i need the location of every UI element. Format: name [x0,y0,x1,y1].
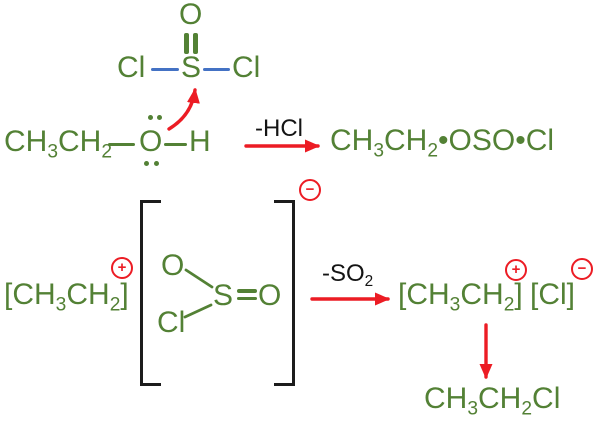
product-plus-charge-badge: + [505,259,527,281]
intermediate-sulfur-label: S [213,279,234,312]
ethyl-cation-label: [CH3CH2] [4,278,129,316]
so2-arrow-label: -SO2 [322,260,374,291]
s-cl-bond-left [151,68,179,72]
oxygen-lone-pair-dot [148,115,153,120]
o-h-bond [164,143,187,147]
c-o-bond [108,143,135,147]
intermediate-oxygen-right-label: O [258,279,282,312]
minus-charge-badge: − [299,179,321,201]
intermediate-cl-s-bond [183,303,213,319]
chloride-anion-label: [Cl] [530,278,575,311]
ethanol-ethyl-label: CH3CH2 [4,125,113,163]
nucleophilic-attack-curved-arrow [167,88,200,131]
right-bracket [274,200,295,386]
thionyl-oxygen-label: O [179,0,203,31]
intermediate-oxygen-top-label: O [161,249,185,282]
chlorosulfite-product-label: CH3CH2•OSO•Cl [330,124,555,162]
s-o-double-bond [193,33,198,54]
final-product-label: CH3CH2Cl [424,382,561,420]
plus-charge-badge: + [111,257,133,279]
ethanol-oxygen-label: O [139,125,163,158]
thionyl-chlorine-right-label: Cl [232,51,261,84]
oxygen-lone-pair-dot [157,115,162,120]
thionyl-sulfur-label: S [181,51,202,84]
chloride-minus-charge-badge: − [571,258,593,280]
left-bracket [140,200,161,386]
intermediate-s-o-double-bond [237,296,257,300]
ethanol-hydrogen-label: H [189,125,211,158]
intermediate-o-s-bond [184,268,214,289]
oxygen-lone-pair-dot [154,161,159,166]
intermediate-s-o-double-bond [237,289,257,293]
s-cl-bond-right [203,68,230,72]
oxygen-lone-pair-dot [144,161,149,166]
thionyl-chlorine-left-label: Cl [117,51,146,84]
product-ethyl-cation-label: [CH3CH2] [398,278,523,316]
intermediate-chlorine-label: Cl [157,306,186,339]
hcl-arrow-label: -HCl [255,115,303,142]
s-o-double-bond [184,33,189,54]
